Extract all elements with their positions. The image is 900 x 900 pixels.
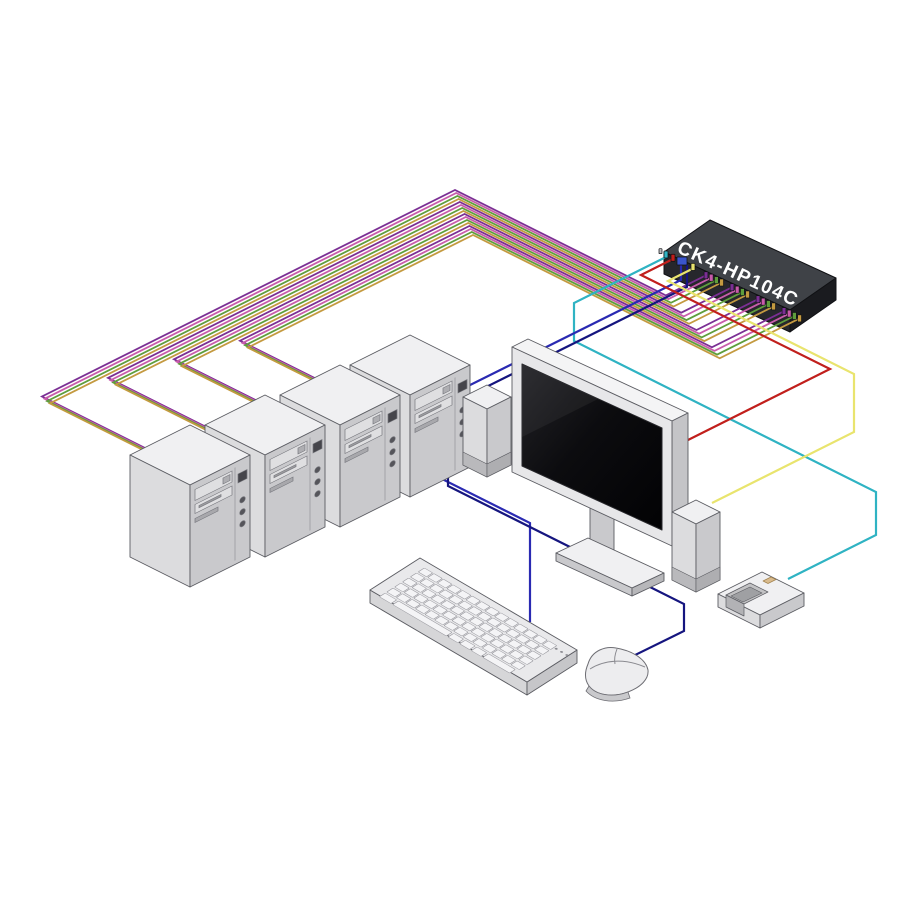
computer-port-4 (797, 314, 802, 323)
computer-port-3 (766, 300, 771, 308)
monitor (511, 338, 689, 597)
video-port (676, 256, 688, 266)
mouse (585, 647, 649, 702)
computer-port-2 (740, 288, 745, 296)
computer-port-3 (760, 297, 766, 306)
computer-port-1 (714, 276, 719, 284)
tower-front-details (194, 467, 248, 561)
computer-port-3 (755, 295, 761, 304)
speaker-port (690, 263, 696, 271)
speaker-right (671, 499, 721, 593)
computer-1 (129, 424, 251, 588)
computer-port-1 (708, 273, 714, 282)
computer-port-4 (792, 312, 797, 320)
remote-port (663, 250, 669, 259)
kvm-switch-ports (658, 248, 802, 323)
keyboard (369, 557, 578, 696)
computer-port-2 (734, 285, 740, 294)
computer-port-1 (703, 271, 709, 280)
aux-port (658, 248, 663, 255)
computer-port-1 (719, 278, 724, 287)
kvm-switch (663, 219, 837, 333)
remote-selector-cable (572, 256, 878, 580)
mouse-cable (446, 265, 689, 661)
monitor-port (670, 253, 676, 262)
computer-port-4 (781, 307, 787, 316)
diagram-shapes (39, 188, 878, 702)
monitor-cable (638, 258, 833, 446)
computer-port-4 (786, 309, 792, 318)
computer-port-2 (745, 290, 750, 299)
keyboard-keys (379, 568, 569, 674)
tower-front-details (344, 407, 398, 501)
tower-front-details (269, 437, 323, 531)
computer-port-3 (771, 302, 776, 311)
remote-port-selector (717, 571, 805, 629)
speaker-left (462, 384, 512, 478)
speaker-cable (665, 267, 856, 504)
computer-port-2 (729, 283, 735, 292)
